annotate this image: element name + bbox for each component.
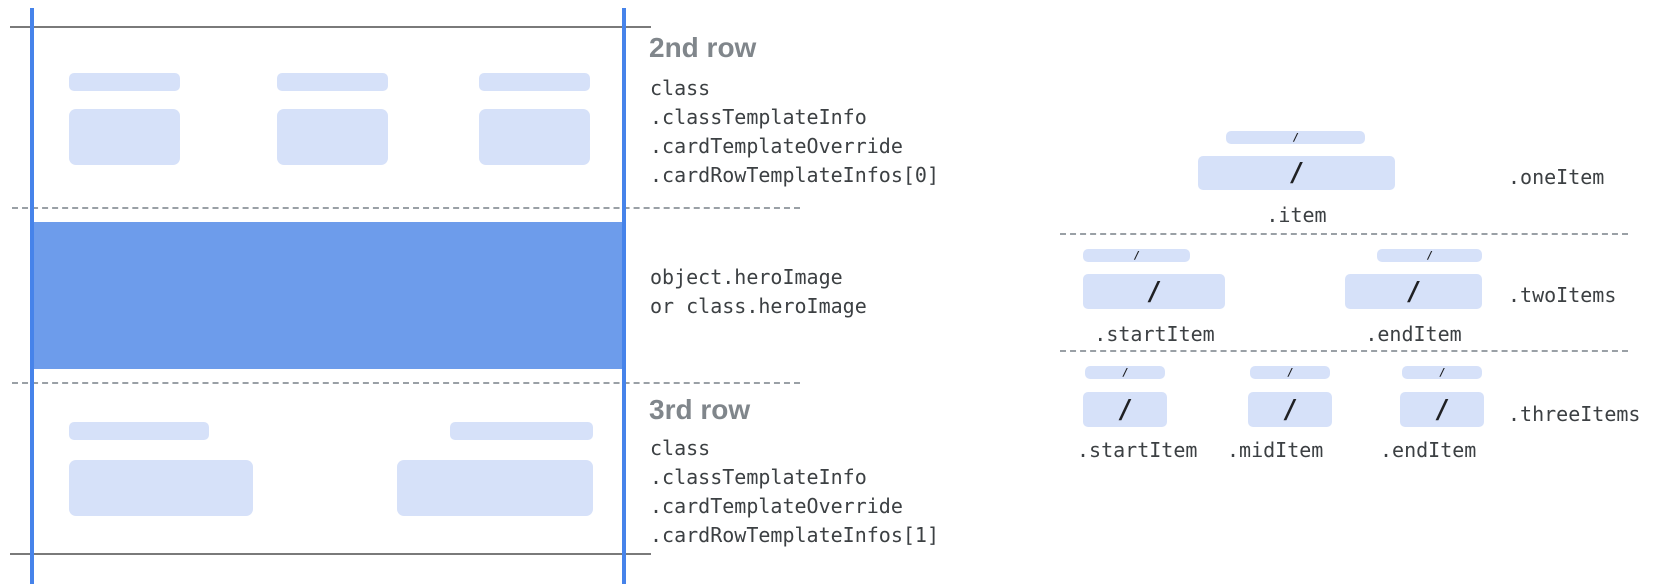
code-line: .cardRowTemplateInfos[0] [650,163,939,187]
card-bottom-border [10,553,651,555]
twoitems-start-label-placeholder: / [1083,249,1190,262]
twoitems-end-label-placeholder: / [1377,249,1482,262]
twoitems-end-value-placeholder: / [1345,274,1482,309]
row2-col2-label-placeholder [277,73,388,91]
row3-code-block: class .classTemplateInfo .cardTemplateOv… [650,434,939,550]
row2-heading: 2nd row [649,32,757,63]
slash-glyph: / [1426,249,1433,262]
row2-col1-content-placeholder [69,109,180,165]
twoitems-start-value-placeholder: / [1083,274,1225,309]
row-divider-lower [12,382,800,384]
row3-heading: 3rd row [649,394,751,425]
card-right-guide [622,8,626,584]
slash-glyph: / [1438,366,1446,379]
code-line: or class.heroImage [650,294,867,318]
slash-glyph: / [1434,394,1450,425]
row2-col3-label-placeholder [479,73,590,91]
row3-start-content-placeholder [69,460,253,516]
threeitems-end-value-placeholder: / [1400,392,1484,427]
card-left-guide [30,8,34,584]
card-top-border [10,26,651,28]
threeitems-end-caption: .endItem [1380,438,1477,462]
code-line: .cardTemplateOverride [650,134,903,158]
threeitems-mid-label-placeholder: / [1250,366,1330,379]
code-line: .classTemplateInfo [650,465,867,489]
code-line: .classTemplateInfo [650,105,867,129]
row2-col1-label-placeholder [69,73,180,91]
slash-glyph: / [1133,249,1140,262]
slash-glyph: / [1286,366,1294,379]
twoitems-layout-label: .twoItems [1508,283,1617,307]
oneitem-item-label-placeholder: / [1226,131,1365,144]
slash-glyph: / [1405,276,1422,307]
threeitems-end-label-placeholder: / [1402,366,1482,379]
threeitems-start-caption: .startItem [1077,438,1198,462]
threeitems-mid-value-placeholder: / [1248,392,1332,427]
code-line: .cardRowTemplateInfos[1] [650,523,939,547]
slash-glyph: / [1282,394,1298,425]
threeitems-mid-caption: .midItem [1227,438,1324,462]
twoitems-end-caption: .endItem [1365,322,1462,346]
row-divider-upper [12,207,800,209]
threeitems-start-value-placeholder: / [1083,392,1167,427]
row2-col3-content-placeholder [479,109,590,165]
slash-glyph: / [1146,276,1162,307]
oneitem-item-value-placeholder: / [1198,156,1395,190]
code-line: .cardTemplateOverride [650,494,903,518]
hero-image-band [34,222,622,369]
row3-end-content-placeholder [397,460,593,516]
slash-glyph: / [1288,158,1305,188]
threeitems-start-label-placeholder: / [1085,366,1165,379]
twoitems-start-caption: .startItem [1094,322,1215,346]
hero-code-block: object.heroImage or class.heroImage [650,263,867,321]
code-line: class [650,76,711,100]
layout-divider-lower [1060,350,1628,352]
layout-divider-upper [1060,233,1628,235]
row3-end-label-placeholder [450,422,593,440]
slash-glyph: / [1117,394,1133,425]
row3-start-label-placeholder [69,422,209,440]
threeitems-layout-label: .threeItems [1508,402,1641,426]
oneitem-layout-label: .oneItem [1508,165,1605,189]
oneitem-item-caption: .item [1266,203,1327,227]
row2-col2-content-placeholder [277,109,388,165]
slash-glyph: / [1121,366,1129,379]
row2-code-block: class .classTemplateInfo .cardTemplateOv… [650,74,939,190]
slash-glyph: / [1292,131,1299,144]
code-line: class [650,436,711,460]
code-line: object.heroImage [650,265,843,289]
